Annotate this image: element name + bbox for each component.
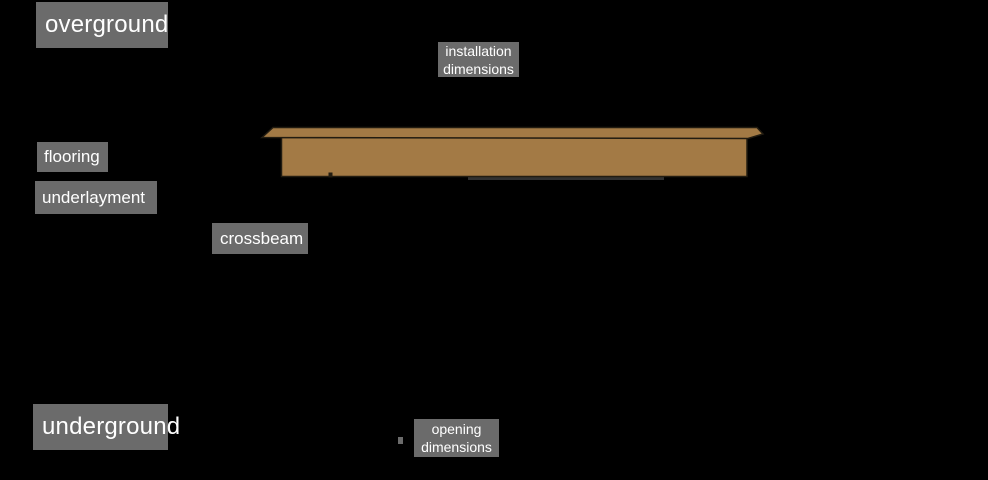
opening-dimensions-label: opening dimensions <box>414 419 499 457</box>
flooring-label: flooring <box>37 142 108 172</box>
underground-label: underground <box>33 404 180 450</box>
underground-label-text: underground <box>42 413 181 440</box>
beam-bottom-notch <box>328 172 333 178</box>
crossbeam-label-text: crossbeam <box>220 228 304 248</box>
overground-label: overground <box>36 2 168 48</box>
crossbeam-body <box>280 136 748 178</box>
installation-dimensions-line2: dimensions <box>443 60 514 77</box>
installation-dimensions-label: installation dimensions <box>438 42 519 77</box>
opening-dimensions-line2: dimensions <box>421 439 492 455</box>
flooring-label-text: flooring <box>44 147 100 166</box>
crossbeam-label: crossbeam <box>212 223 308 254</box>
installation-dimensions-line1: installation <box>445 42 512 59</box>
underlayment-label-text: underlayment <box>42 187 146 207</box>
crossbeam-flange <box>260 126 765 140</box>
overground-label-text: overground <box>45 11 169 38</box>
label-speck <box>398 437 403 444</box>
opening-dimensions-line1: opening <box>431 421 482 437</box>
underlayment-label: underlayment <box>35 181 157 214</box>
